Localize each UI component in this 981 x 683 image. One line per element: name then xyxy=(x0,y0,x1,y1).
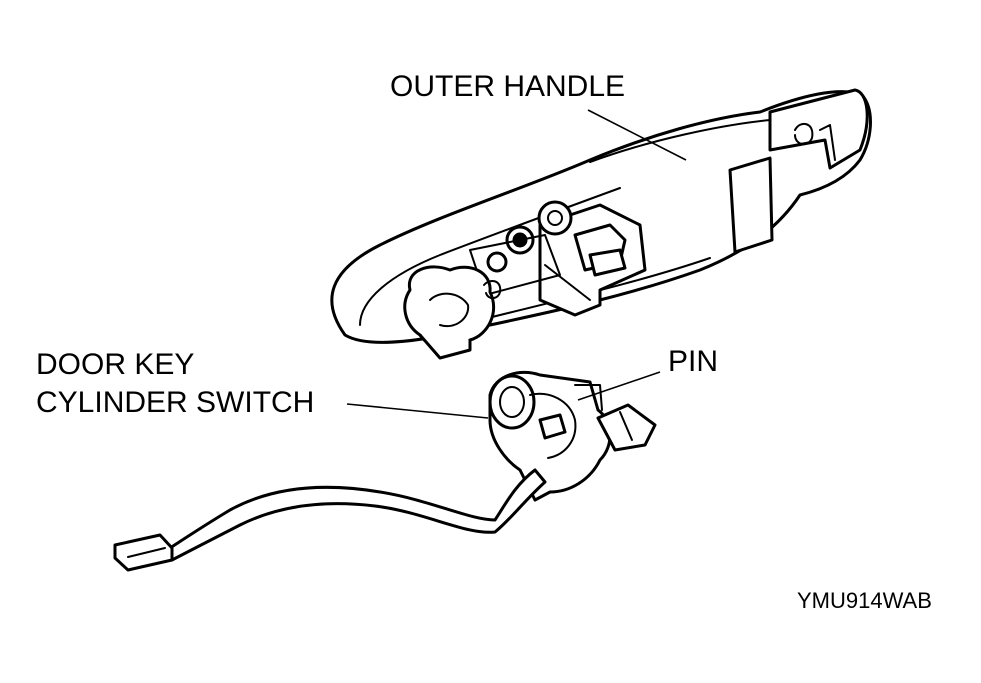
pin-label: PIN xyxy=(668,345,719,378)
figure-code: YMU914WAB xyxy=(797,588,932,613)
pin-leader xyxy=(577,371,661,401)
outer-handle-leader xyxy=(587,109,687,161)
key-cylinder-switch-drawing xyxy=(113,370,657,572)
outer-handle-drawing xyxy=(330,88,872,360)
outer-handle-label: OUTER HANDLE xyxy=(390,70,626,103)
key-cylinder-leader xyxy=(346,403,489,419)
door-key-label-line1: DOOR KEY xyxy=(36,348,195,381)
door-key-label-line2: CYLINDER SWITCH xyxy=(36,386,315,419)
